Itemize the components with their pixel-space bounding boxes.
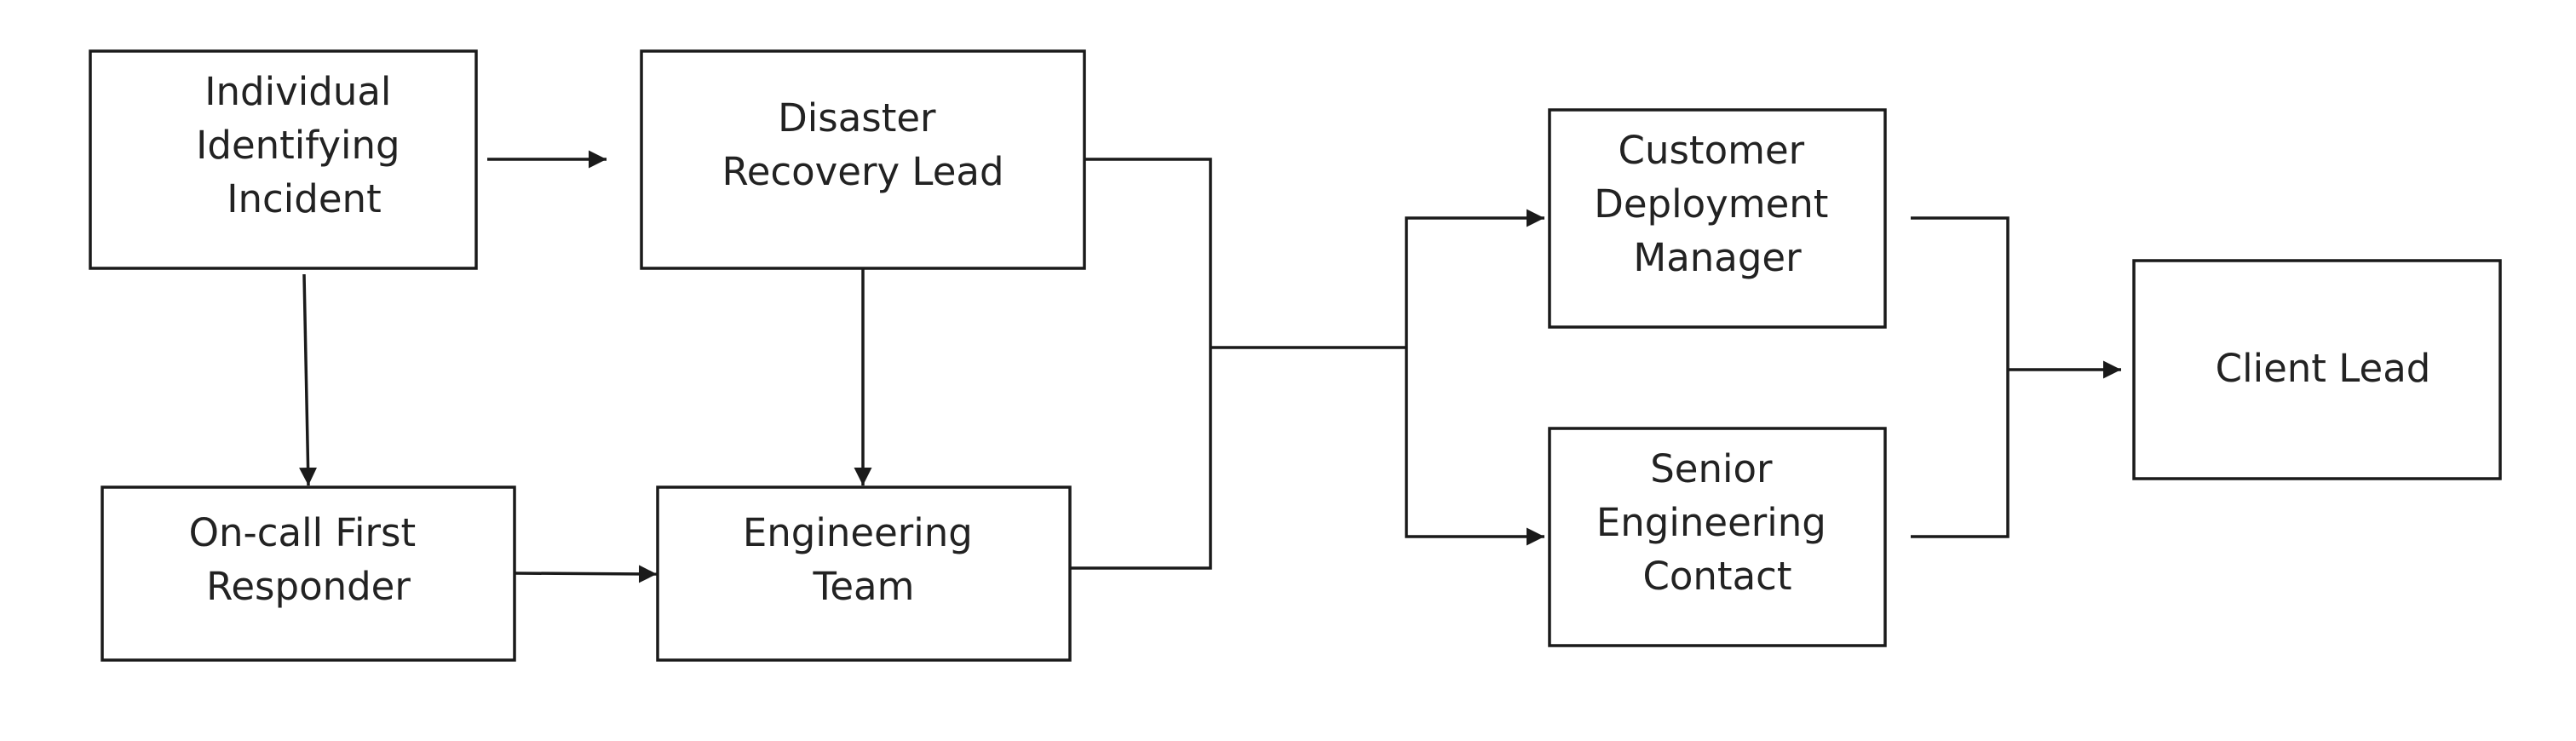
- node-box: [101, 485, 516, 662]
- node-individual-identifying-incident: Individual Identifying Incident: [89, 49, 478, 270]
- svg-text:Client Lead: Client Lead: [2216, 346, 2431, 391]
- node-on-call-first-responder: On-call First Responder: [101, 485, 516, 662]
- node-label-line: Identifying: [196, 123, 400, 168]
- node-engineering-team: Engineering Team: [656, 485, 1072, 662]
- node-label-line: Senior: [1650, 446, 1773, 491]
- line-deployment-manager-to-join: [1911, 216, 2010, 370]
- arrow-individual-to-first-responder: [299, 273, 318, 486]
- svg-text:Individual Identifying: Individual Identifying Incident: [196, 69, 412, 221]
- line-disaster-lead-to-merge: [1085, 158, 1212, 348]
- node-box: [89, 49, 478, 270]
- svg-text:On-call First Responder: On-call First Responder: [189, 510, 428, 609]
- node-disaster-recovery-lead: Disaster Recovery Lead: [640, 49, 1086, 270]
- node-label-line: Manager: [1633, 235, 1802, 280]
- node-label-line: Team: [813, 564, 915, 609]
- node-box: [656, 485, 1072, 662]
- node-label-line: Recovery Lead: [722, 149, 1003, 194]
- connectors: [299, 150, 2121, 583]
- node-label-line: Customer: [1619, 128, 1805, 173]
- node-box: [1548, 427, 1887, 647]
- node-label-line: Engineering: [1596, 500, 1826, 545]
- node-senior-engineering-contact: Senior Engineering Contact: [1548, 427, 1887, 647]
- node-label-line: Contact: [1642, 554, 1791, 599]
- arrow-split-to-senior-contact: [1405, 348, 1544, 546]
- arrow-split-to-deployment-manager: [1405, 209, 1544, 348]
- node-label-line: Disaster: [778, 95, 936, 141]
- svg-text:Senior Engineering: Senior Engineering Contact: [1596, 446, 1838, 599]
- node-customer-deployment-manager: Customer Deployment Manager: [1548, 108, 1887, 329]
- node-label-line: Engineering: [743, 510, 973, 555]
- node-label-line: On-call First: [189, 510, 417, 555]
- line-senior-contact-to-join: [1911, 370, 2010, 538]
- arrow-first-responder-to-engineering-team: [514, 565, 658, 583]
- node-label-line: Client Lead: [2216, 346, 2431, 391]
- node-box: [1548, 108, 1887, 329]
- node-box: [2132, 259, 2502, 480]
- svg-text:Customer Deployment: Customer Deployment Manager: [1594, 128, 1841, 280]
- node-label-line: Incident: [227, 176, 381, 221]
- svg-text:Engineering Team: Engineering Team: [743, 510, 985, 609]
- svg-text:Disaster Recovery Lead: Disaster Recovery Lead: [722, 95, 1003, 194]
- node-box: [640, 49, 1086, 270]
- node-label-line: Responder: [206, 564, 411, 609]
- node-label-line: Individual: [204, 69, 391, 114]
- line-engineering-team-to-merge: [1070, 348, 1212, 570]
- node-client-lead: Client Lead: [2132, 259, 2502, 480]
- node-label-line: Deployment: [1594, 181, 1828, 227]
